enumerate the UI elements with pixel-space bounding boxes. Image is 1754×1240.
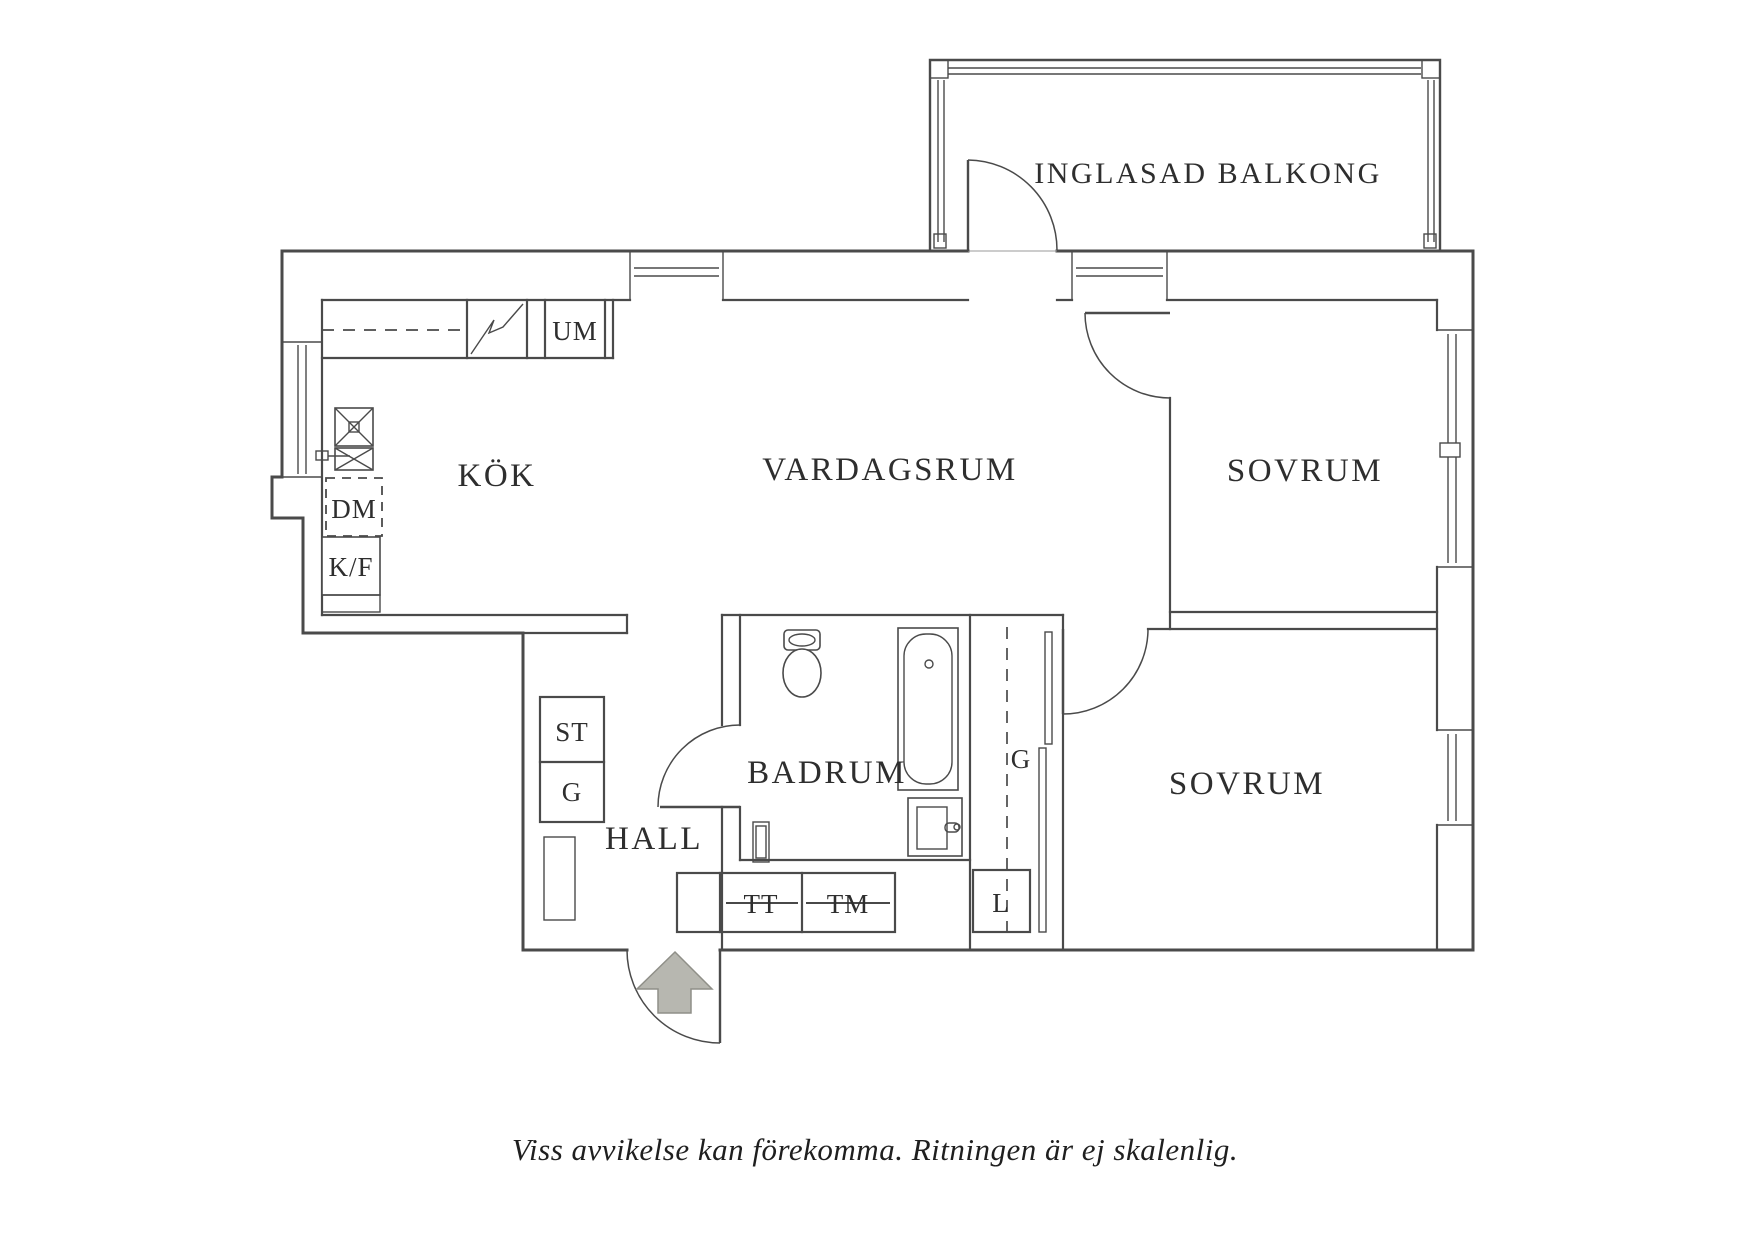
radiator-icon [752, 821, 770, 863]
doors [626, 311, 1171, 1044]
bedroom-ne-door [1084, 311, 1171, 399]
kf-label: K/F [328, 552, 373, 582]
balcony-corner-post [929, 59, 949, 79]
living-room-label: VARDAGSRUM [762, 452, 1017, 488]
laundry-units [675, 871, 897, 934]
exterior-walls [270, 249, 1475, 952]
dm-label: DM [331, 494, 377, 524]
labels: INGLASAD BALKONG KÖK VARDAGSRUM SOVRUM S… [328, 157, 1383, 919]
tm-label: TM [827, 889, 870, 919]
balcony-glazing [928, 58, 1442, 253]
balcony-post [933, 233, 947, 249]
window-top-living [629, 251, 724, 300]
um-label: UM [552, 316, 598, 346]
storage-units [538, 627, 1053, 938]
washbasin-icon [907, 797, 963, 857]
window-kitchen-left [282, 341, 322, 478]
balcony-label: INGLASAD BALKONG [1034, 157, 1382, 190]
bathroom-fixtures [752, 627, 963, 863]
g-hall-label: G [562, 777, 583, 807]
stove-icon [334, 407, 374, 447]
toilet-icon [782, 629, 822, 698]
disclaimer-caption: Viss avvikelse kan förekomma. Ritningen … [512, 1132, 1238, 1167]
bedroom-ne-label: SOVRUM [1227, 453, 1383, 489]
hall-label: HALL [605, 821, 703, 857]
um-cabinet [544, 299, 606, 359]
balcony-door [966, 159, 1058, 252]
balcony-corner-post [1421, 59, 1441, 79]
sink-icon [315, 447, 374, 471]
vent-diagonal-symbol [470, 303, 524, 355]
hall-closets [538, 695, 606, 921]
window-bedroom-ne [1437, 329, 1473, 568]
windows [282, 251, 1473, 826]
balcony-post [1423, 233, 1437, 249]
dishwasher-box [325, 477, 383, 537]
window-bedroom-se [1437, 729, 1473, 826]
tt-label: TT [744, 889, 779, 919]
sliding-door-panel [1044, 631, 1053, 745]
bathroom-label: BADRUM [747, 755, 907, 791]
bathroom-door [657, 724, 741, 809]
g-closet-label: G [1011, 744, 1032, 774]
bathtub-icon [897, 627, 959, 791]
wardrobe-closet [1006, 627, 1053, 938]
sliding-door-panel [1038, 747, 1047, 933]
bedroom-se-label: SOVRUM [1169, 766, 1325, 802]
hall-bench [543, 836, 576, 921]
entrance-arrow-icon [635, 950, 714, 1014]
l-label: L [992, 888, 1010, 918]
fridge-freezer-box [321, 536, 381, 613]
interior-walls [320, 298, 1439, 952]
kitchen-label: KÖK [458, 458, 537, 494]
entrance-door [626, 949, 722, 1044]
bedroom-se-door [1061, 628, 1149, 715]
st-label: ST [555, 717, 589, 747]
linen-cabinet [971, 868, 1032, 934]
window-top-right [1071, 251, 1168, 300]
kitchen-fixtures [315, 299, 606, 613]
